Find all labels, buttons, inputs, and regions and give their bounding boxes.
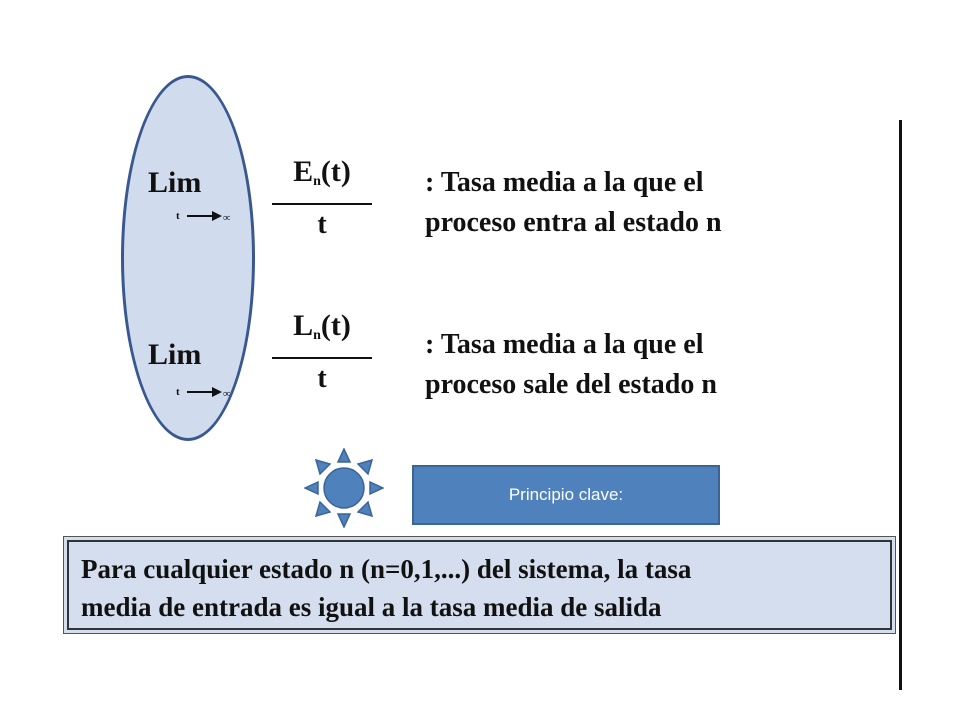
vertical-divider: [899, 120, 902, 690]
right-arrow-icon: ∞: [187, 211, 230, 223]
fraction-entry-rate: En(t) t: [272, 155, 372, 241]
principle-line-2: media de entrada es igual a la tasa medi…: [81, 592, 662, 622]
sun-icon: [304, 448, 384, 528]
exit-rate-description: : Tasa media a la que el proceso sale de…: [425, 329, 717, 400]
svg-text:∞: ∞: [223, 212, 230, 223]
fraction-exit-rate: Ln(t) t: [272, 309, 372, 395]
fraction-numerator: En(t): [293, 155, 351, 189]
svg-text:∞: ∞: [223, 388, 230, 399]
entry-rate-description: : Tasa media a la que el proceso entra a…: [425, 167, 722, 238]
limit-2-label: Lim: [148, 338, 202, 371]
principle-box: Para cualquier estado n (n=0,1,...) del …: [67, 540, 892, 630]
limit-1-label: Lim: [148, 166, 202, 199]
limit-highlight-ellipse: [121, 75, 255, 441]
fraction-bar: [272, 203, 372, 205]
key-principle-button[interactable]: Principio clave:: [412, 465, 720, 525]
fraction-denominator: t: [317, 209, 327, 240]
fraction-numerator: Ln(t): [293, 309, 351, 343]
limit-1-variable: t: [176, 210, 180, 222]
fraction-denominator: t: [317, 363, 327, 394]
right-arrow-icon: ∞: [187, 387, 230, 399]
limit-2-variable: t: [176, 386, 180, 398]
fraction-bar: [272, 357, 372, 359]
principle-line-1: Para cualquier estado n (n=0,1,...) del …: [81, 554, 692, 584]
